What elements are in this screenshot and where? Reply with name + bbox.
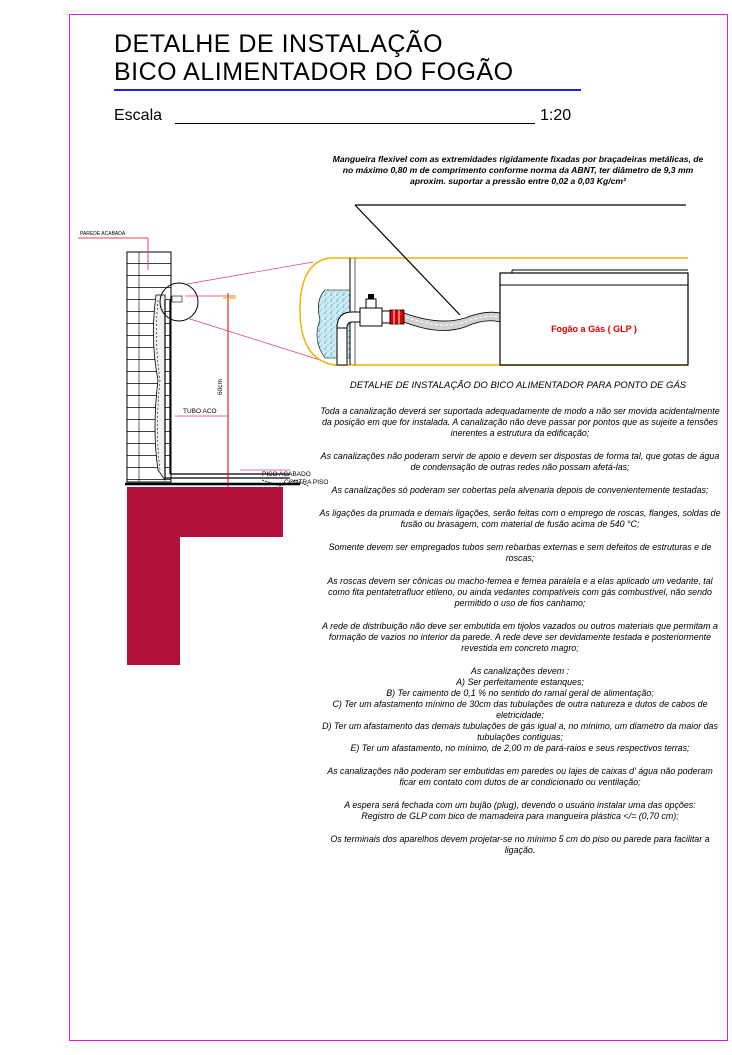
note-paragraph: Os terminais dos aparelhos devem projeta… [330, 834, 710, 855]
scale-value: 1:20 [540, 107, 572, 124]
hose-clamp [389, 309, 405, 325]
zoom-leader-bottom [186, 317, 321, 361]
concrete-slab [127, 487, 283, 665]
requirement-item: D) Ter um afastamento das demais tubulaç… [322, 721, 718, 742]
label-tubo-aco: TUBO ACO [183, 408, 217, 415]
note-paragraph: Somente devem ser empregados tubos sem r… [328, 542, 712, 563]
note-paragraph: As ligações da prumada e demais ligações… [319, 508, 721, 529]
hose-note: Mangueira flexivel com as extremidades r… [332, 154, 704, 186]
label-parede-acabada: PAREDE ACABADA [80, 231, 126, 237]
requirements-block: As canalizações devem : A) Ser perfeitam… [318, 666, 722, 754]
label-piso-acabado: PISO ACABADO [262, 471, 311, 478]
installation-notes: Toda a canalização deverá ser suportada … [318, 406, 722, 868]
plug-note: A espera será fechada com um bujão (plug… [318, 800, 722, 822]
requirement-item: B) Ter caimento de 0,1 % no sentido do r… [386, 688, 654, 698]
requirement-item: C) Ter um afastamento mínimo de 30cm das… [332, 699, 708, 720]
label-height-60cm: 60cm [217, 379, 224, 395]
sheet-border [69, 14, 728, 1041]
zoom-orange-outline [299, 257, 355, 366]
sheet-title-line2: BICO ALIMENTADOR DO FOGÃO [114, 58, 514, 86]
plug-option: Registro de GLP com bico de mamadeira pa… [361, 811, 679, 821]
requirement-item: E) Ter um afastamento, no mínimo, de 2,0… [350, 743, 690, 753]
note-paragraph: As roscas devem ser cônicas ou macho-fem… [327, 576, 713, 608]
plug-note-text: A espera será fechada com um bujão (plug… [344, 800, 696, 810]
zoom-leader-top [186, 261, 314, 285]
label-fogao: Fogão a Gás ( GLP ) [551, 324, 637, 334]
detail-title: DETALHE DE INSTALAÇÃO DO BICO ALIMENTADO… [349, 380, 687, 391]
label-contra-piso: CONTRA PISO [284, 479, 328, 486]
scale-line [175, 123, 535, 124]
requirement-item: A) Ser perfeitamente estanques; [456, 677, 584, 687]
scale-label: Escala [114, 107, 163, 124]
note-paragraph: A rede de distribuição não deve ser embu… [322, 621, 718, 653]
valve-body [359, 307, 383, 327]
requirements-intro: As canalizações devem : [470, 666, 570, 676]
sheet-title-line1: DETALHE DE INSTALAÇÃO [114, 30, 444, 58]
stove-outline [499, 272, 689, 366]
note-paragraph: Toda a canalização deverá ser suportada … [320, 406, 720, 438]
title-underline [114, 89, 581, 91]
note-paragraph: As canalizações não poderam servir de ap… [320, 451, 720, 472]
note-paragraph: As canalizações não poderam ser embutida… [327, 766, 713, 787]
note-paragraph: As canalizações só poderam ser cobertas … [331, 485, 709, 495]
detail-circle [159, 282, 199, 322]
